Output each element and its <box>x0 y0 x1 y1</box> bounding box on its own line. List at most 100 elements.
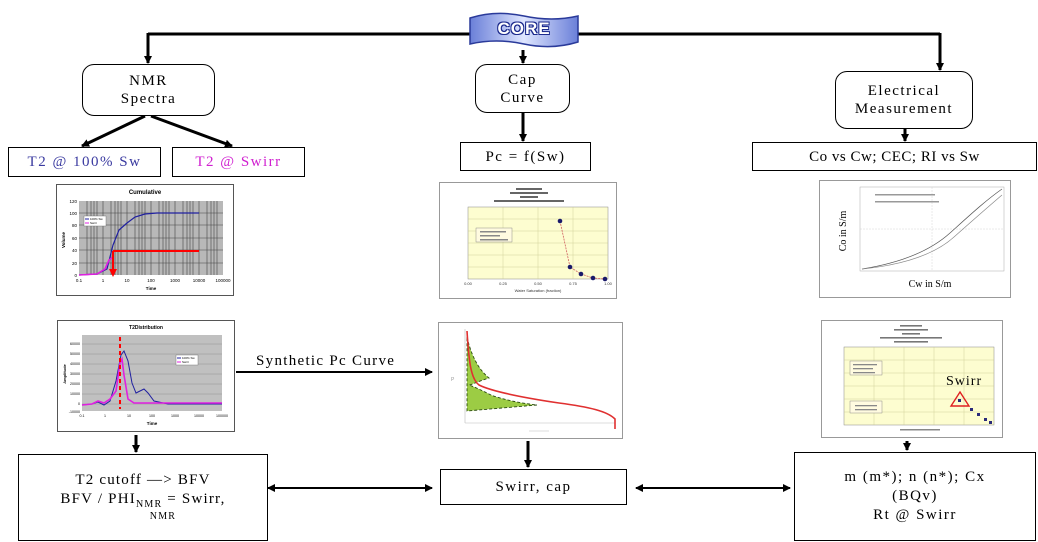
synthetic-fill-area <box>466 336 538 412</box>
elec-line1: Electrical <box>867 83 941 99</box>
pc-function-box: Pc = f(Sw) <box>460 142 591 171</box>
t2-ytick: -10000 <box>69 410 80 414</box>
cum-legend-item: Swirr <box>90 221 97 225</box>
swirr-data-point <box>977 413 980 416</box>
swirr-plot-thumbnail: Swirr <box>821 320 1003 438</box>
t2-xtick: 1000 <box>171 414 179 418</box>
cocw-ylabel: Co in S/m <box>838 211 849 252</box>
cum-series-swirr <box>78 256 114 276</box>
swirr-eq-text: = Swirr, <box>162 490 226 507</box>
cocw-curve <box>861 194 1003 270</box>
cap-legend-line <box>480 239 508 241</box>
swirr-header-line <box>902 333 920 335</box>
cap-xtick: 0.75 <box>569 281 578 286</box>
core-banner: CORE <box>466 10 582 50</box>
t2-series-swirr <box>81 356 222 406</box>
swirr-header-line <box>880 337 942 339</box>
t2-plot-area <box>82 335 222 411</box>
electrical-swirr-box: m (m*); n (n*); Cx (BQv) Rt @ Swirr <box>794 452 1036 541</box>
synthetic-pc-curve <box>466 330 616 429</box>
cocw-equation <box>875 194 935 196</box>
swirr-header-line <box>900 325 922 327</box>
t2-legend <box>175 354 199 366</box>
nmr-subscript: NMR <box>135 498 163 510</box>
t2-xtick: 100 <box>149 414 155 418</box>
t2-xtick: 10000 <box>194 414 204 418</box>
cum-ytick: 100 <box>69 211 77 216</box>
swirr-info-line <box>853 368 873 370</box>
cap-data-point <box>578 271 584 277</box>
cum-ytick: 20 <box>72 261 78 266</box>
cap-legend-line <box>480 235 500 237</box>
swirr-cap-label: Swirr, cap <box>495 479 572 495</box>
cap-xtick: 0.00 <box>464 281 473 286</box>
cocw-curve <box>861 188 1003 270</box>
pc-function-label: Pc = f(Sw) <box>485 148 566 165</box>
t2-xlabel: Time <box>147 421 158 426</box>
cumulative-title: Cumulative <box>129 190 162 196</box>
cap-line1: Cap <box>508 71 537 88</box>
elec-line2: Measurement <box>854 101 954 117</box>
swirr-xlabel-line <box>900 429 940 431</box>
t2-ytick: 30000 <box>70 372 80 376</box>
co-cw-thumbnail: Co in S/m Cw in S/m <box>819 180 1011 298</box>
swirr-legend-box <box>849 400 883 414</box>
electrical-measurement-node: Electrical Measurement <box>835 71 973 129</box>
cap-data-point <box>567 264 573 270</box>
nmr-swirr-line1: T2 cutoff —> BFV <box>75 472 211 489</box>
t2-ytick: 0 <box>78 402 80 406</box>
t2-distribution-thumbnail: T2Distribution 60000 50000 40000 30000 2… <box>57 320 235 432</box>
t2-ytick: 20000 <box>70 382 80 386</box>
swirr-header-line <box>894 341 928 343</box>
synthetic-pc-curve-label: Synthetic Pc Curve <box>256 353 396 369</box>
core-label: CORE <box>497 19 551 38</box>
cap-xtick: 1.00 <box>604 281 613 286</box>
cum-xlabel: Time <box>146 286 157 291</box>
elec-swirr-line3: Rt @ Swirr <box>873 506 957 523</box>
cap-data-point <box>602 276 608 282</box>
cap-header-line <box>494 200 564 202</box>
cum-xtick: 1000 <box>170 278 181 283</box>
cum-legend <box>83 215 107 227</box>
nmr-line2: Spectra <box>120 91 177 107</box>
cap-xlabel: Water Saturation (fraction) <box>515 288 562 293</box>
cum-xtick: 0.1 <box>76 278 83 283</box>
cap-curve-node: Cap Curve <box>475 64 570 113</box>
synthetic-pc-thumbnail: P <box>438 322 623 439</box>
nmr-swirr-box: T2 cutoff —> BFV BFV / PHINMR = Swirr, N… <box>18 454 268 541</box>
swirr-data-point <box>989 421 992 424</box>
nmr-swirr-line3: NMR <box>149 511 177 523</box>
cum-xtick: 10000 <box>193 278 206 283</box>
t2-title: T2Distribution <box>129 325 163 331</box>
cum-ytick: 40 <box>72 248 78 253</box>
swirr-annotation: Swirr <box>946 374 982 389</box>
swirr-triangle-marker <box>949 390 971 407</box>
cum-legend-item: 100% Sw <box>90 217 104 221</box>
swirr-legend-line <box>855 409 877 411</box>
cum-ylabel: Volume <box>61 232 66 248</box>
cum-xtick: 100000 <box>215 278 231 283</box>
t2-100-sw-box: T2 @ 100% Sw <box>8 147 161 177</box>
cap-header-line <box>516 188 542 190</box>
swirr-cap-box: Swirr, cap <box>440 469 627 505</box>
core-banner-shape <box>469 12 579 48</box>
cum-ytick: 60 <box>72 236 78 241</box>
t2-ytick: 40000 <box>70 362 80 366</box>
cap-header-line <box>520 196 538 198</box>
t2-series-100sw <box>81 349 222 406</box>
t2-swirr-label: T2 @ Swirr <box>195 154 282 170</box>
nmr-swirr-line2: BFV / PHINMR = Swirr, <box>60 490 225 512</box>
swirr-data-point <box>984 418 987 421</box>
cum-ytick: 0 <box>74 273 77 278</box>
elec-swirr-line2: (BQv) <box>892 488 938 505</box>
elec-swirr-line1: m (m*); n (n*); Cx <box>844 469 986 486</box>
cap-header-line <box>510 192 548 194</box>
t2-xtick: 10 <box>127 414 131 418</box>
bfv-phi-text: BFV / PHI <box>60 490 136 507</box>
cumulative-chart-thumbnail: Cumulative 120 100 80 60 40 20 0 0.1 1 1… <box>56 184 234 296</box>
t2-xtick: 0.1 <box>80 414 85 418</box>
cum-cutoff-arrow <box>109 269 117 277</box>
cocw-equation <box>875 201 939 203</box>
cap-line2: Curve <box>500 89 545 106</box>
cap-legend-line <box>480 231 506 233</box>
